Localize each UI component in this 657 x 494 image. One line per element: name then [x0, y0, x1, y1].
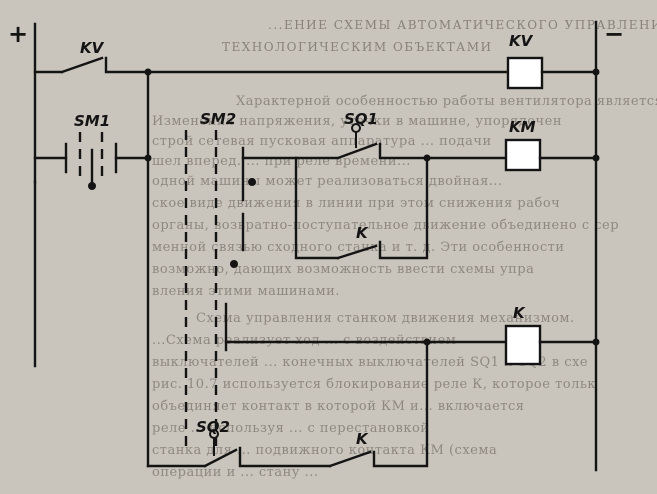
wire — [372, 340, 429, 468]
junction — [592, 68, 600, 76]
kv-coil-label: KV — [509, 32, 534, 50]
kv-contact-label: KV — [80, 39, 105, 57]
ghost-body-line: менной связью сходного станка и т. д. Эт… — [152, 240, 564, 255]
wire — [294, 156, 340, 260]
wire — [378, 142, 508, 160]
kv-coil — [506, 56, 544, 90]
k-coil-label: K — [513, 304, 526, 322]
ghost-body-line: одной машины может реализоваться двойная… — [152, 174, 503, 189]
ghost-body-line: вления этими машинами. — [152, 284, 340, 299]
k-contact-lower-label: K — [356, 430, 369, 448]
negative-terminal-label: − — [604, 20, 624, 48]
sq1-limit-roller — [351, 123, 361, 133]
ghost-heading-line-1: ...ЕНИЕ СХЕМЫ АВТОМАТИЧЕСКОГО УПРАВЛЕНИЯ — [268, 18, 657, 32]
sm2-actuator-knob — [248, 178, 256, 186]
ghost-body-line: возможно, дающих возможность ввести схем… — [152, 262, 534, 277]
ghost-body-line: ...Схема реализует ход ... с воздействие… — [152, 333, 456, 348]
junction — [592, 154, 600, 162]
positive-terminal-label: + — [8, 20, 28, 48]
ghost-body-line: реле ... используя ... с перестановкой — [152, 421, 429, 436]
ghost-body-line: ское виде движения в линии при этом сниж… — [152, 196, 560, 211]
sm2-label: SM2 — [200, 110, 236, 128]
junction — [144, 154, 152, 162]
kv-contact-blade — [60, 56, 104, 74]
sq1-label: SQ1 — [344, 110, 378, 128]
wire — [114, 70, 150, 160]
sm2-actuator-knob — [230, 260, 238, 268]
junction — [592, 338, 600, 346]
ghost-body-line: рис. 10.7 используется блокирование реле… — [152, 377, 596, 392]
wire — [104, 56, 510, 74]
ghost-heading-line-2: ТЕХНОЛОГИЧЕСКИМ ОБЪЕКТАМИ — [222, 40, 493, 54]
ghost-body-line: Характерной особенностью работы вентилят… — [236, 94, 657, 109]
wire — [378, 156, 429, 260]
sm1-label: SM1 — [74, 112, 110, 130]
sq2-limit-roller — [209, 429, 219, 439]
k-coil — [504, 324, 542, 366]
k-contact-upper-label: K — [356, 224, 369, 242]
sm1-actuator-knob — [88, 182, 96, 190]
ghost-body-line: органы, возвратно-поступательное движени… — [152, 218, 619, 233]
sq1-contact-blade — [336, 142, 378, 160]
ghost-body-line: операции и ... стану ... — [152, 465, 318, 480]
k-contact-lower-blade — [328, 450, 372, 468]
sq2-label: SQ2 — [196, 418, 230, 436]
ghost-body-line: выключателей ... конечных выключателей S… — [152, 355, 588, 370]
sq2-contact-blade — [203, 448, 238, 468]
k-contact-upper-blade — [336, 244, 378, 260]
ghost-body-line: объединяет контакт в которой КМ и... вкл… — [152, 399, 524, 414]
ghost-body-line: станка для ... подвижного контакта КМ (с… — [152, 443, 497, 458]
km-coil-label: KM — [509, 118, 536, 136]
wire — [238, 446, 332, 468]
ghost-body-line: строй сетевая пусковая аппаратура ... по… — [152, 134, 492, 149]
ghost-body-line: Изменения напряжения, утечки в машине, у… — [152, 114, 562, 129]
ghost-body-line: Схема управления станком движения механи… — [196, 311, 575, 326]
km-coil — [504, 138, 542, 172]
